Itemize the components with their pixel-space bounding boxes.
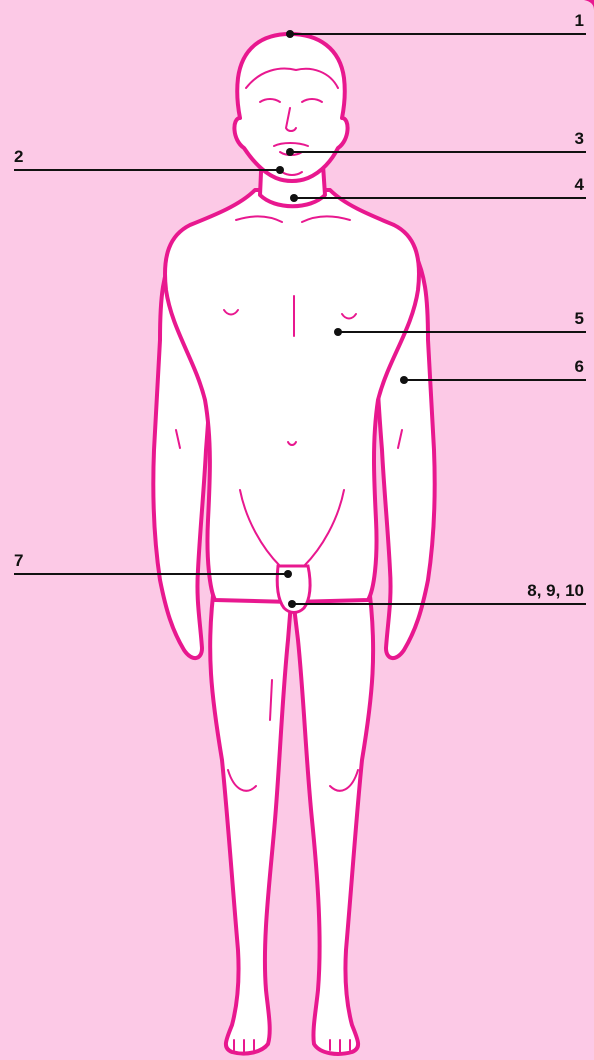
left-leg <box>210 580 292 1054</box>
pointer-dot-1 <box>286 30 294 38</box>
pointer-dot-6 <box>400 376 408 384</box>
torso <box>165 190 419 602</box>
pointer-dot-2 <box>276 166 284 174</box>
pointer-dot-5 <box>334 328 342 336</box>
label-3: 3 <box>575 130 584 148</box>
pointer-dot-7 <box>284 570 292 578</box>
label-1: 1 <box>575 12 584 30</box>
head <box>234 34 347 181</box>
pointer-dot-8-9-10 <box>288 600 296 608</box>
label-4: 4 <box>575 176 584 194</box>
pointer-dot-3 <box>286 148 294 156</box>
label-6: 6 <box>575 358 584 376</box>
pointer-dot-4 <box>290 194 298 202</box>
label-8-9-10: 8, 9, 10 <box>527 582 584 600</box>
label-5: 5 <box>575 310 584 328</box>
label-7: 7 <box>14 552 23 570</box>
label-2: 2 <box>14 148 23 166</box>
right-leg <box>292 580 373 1054</box>
